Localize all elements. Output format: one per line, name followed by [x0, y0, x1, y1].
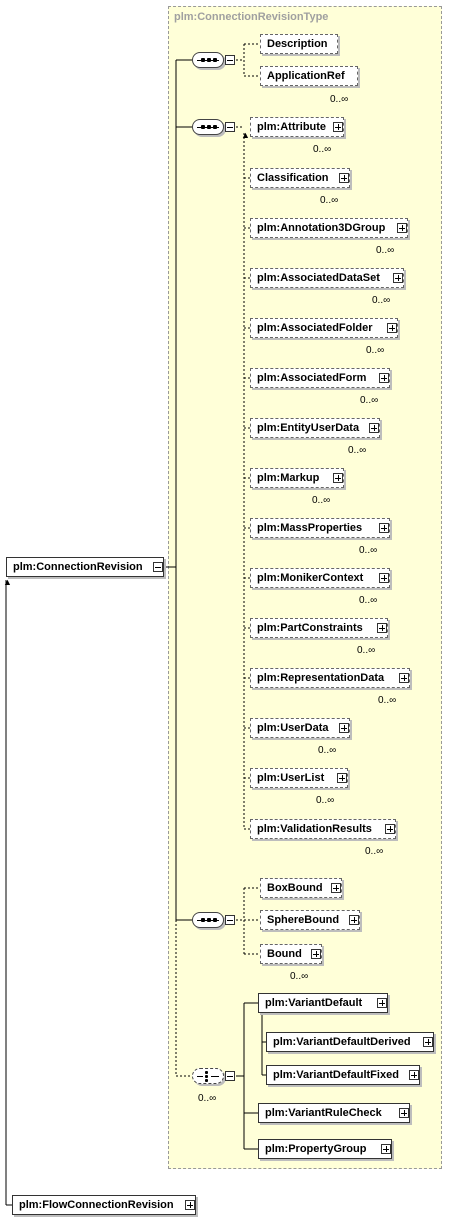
element-attribute[interactable]: plm:Attribute	[250, 117, 344, 137]
occurrence-label: 0..∞	[376, 245, 395, 256]
choice-compositor[interactable]	[192, 1068, 224, 1084]
element-userlist[interactable]: plm:UserList	[250, 768, 348, 788]
expand-icon[interactable]	[369, 423, 379, 433]
sequence-compositor[interactable]	[192, 912, 224, 928]
element-validationresults[interactable]: plm:ValidationResults	[250, 819, 396, 839]
collapse-icon[interactable]	[153, 562, 163, 572]
occurrence-label: 0..∞	[359, 595, 378, 606]
occurrence-label: 0..∞	[313, 144, 332, 155]
expand-icon[interactable]	[333, 473, 343, 483]
element-markup[interactable]: plm:Markup	[250, 468, 344, 488]
occurrence-label: 0..∞	[320, 195, 339, 206]
occurrence-label: 0..∞	[290, 971, 309, 982]
element-variantdefault[interactable]: plm:VariantDefault	[258, 993, 388, 1013]
occurrence-label: 0..∞	[359, 545, 378, 556]
root-element-label: plm:ConnectionRevision	[13, 561, 143, 573]
expand-icon[interactable]	[337, 773, 347, 783]
occurrence-label: 0..∞	[372, 295, 391, 306]
element-entityuserdata[interactable]: plm:EntityUserData	[250, 418, 380, 438]
expand-icon[interactable]	[409, 1070, 419, 1080]
element-description[interactable]: Description	[260, 34, 338, 54]
element-propertygroup[interactable]: plm:PropertyGroup	[258, 1139, 392, 1159]
element-monikercontext[interactable]: plm:MonikerContext	[250, 568, 390, 588]
expand-icon[interactable]	[381, 1144, 391, 1154]
expand-icon[interactable]	[385, 824, 395, 834]
element-userdata[interactable]: plm:UserData	[250, 718, 350, 738]
occurrence-label: 0..∞	[378, 695, 397, 706]
expand-icon[interactable]	[387, 323, 397, 333]
expand-icon[interactable]	[349, 915, 359, 925]
element-variantdefaultfixed[interactable]: plm:VariantDefaultFixed	[266, 1065, 420, 1085]
collapse-icon[interactable]	[225, 1071, 235, 1081]
occurrence-label: 0..∞	[366, 345, 385, 356]
expand-icon[interactable]	[339, 723, 349, 733]
collapse-icon[interactable]	[225, 915, 235, 925]
expand-icon[interactable]	[379, 523, 389, 533]
occurrence-label: 0..∞	[330, 94, 349, 105]
derivation-arrow-icon: ▲	[3, 577, 12, 587]
choice-occurrence-label: 0..∞	[198, 1093, 217, 1104]
expand-icon[interactable]	[397, 223, 407, 233]
occurrence-label: 0..∞	[365, 846, 384, 857]
occurrence-label: 0..∞	[316, 795, 335, 806]
occurrence-label: 0..∞	[348, 445, 367, 456]
element-classification[interactable]: Classification	[250, 168, 350, 188]
element-massproperties[interactable]: plm:MassProperties	[250, 518, 390, 538]
element-variantrulecheck[interactable]: plm:VariantRuleCheck	[258, 1103, 410, 1123]
expand-icon[interactable]	[185, 1200, 195, 1210]
bottom-element[interactable]: plm:FlowConnectionRevision	[12, 1195, 196, 1215]
expand-icon[interactable]	[399, 1108, 409, 1118]
expand-icon[interactable]	[339, 173, 349, 183]
element-boxbound[interactable]: BoxBound	[260, 878, 342, 898]
sequence-compositor[interactable]	[192, 119, 224, 135]
expand-icon[interactable]	[393, 273, 403, 283]
root-element[interactable]: plm:ConnectionRevision	[6, 557, 164, 577]
element-representationdata[interactable]: plm:RepresentationData	[250, 668, 410, 688]
collapse-icon[interactable]	[225, 55, 235, 65]
occurrence-label: 0..∞	[357, 645, 376, 656]
element-associateddataset[interactable]: plm:AssociatedDataSet	[250, 268, 404, 288]
element-spherebound[interactable]: SphereBound	[260, 910, 360, 930]
element-partconstraints[interactable]: plm:PartConstraints	[250, 618, 388, 638]
ref-arrow-icon: ▲	[241, 130, 250, 140]
expand-icon[interactable]	[333, 122, 343, 132]
expand-icon[interactable]	[379, 573, 389, 583]
element-annotation3dgroup[interactable]: plm:Annotation3DGroup	[250, 218, 408, 238]
element-bound[interactable]: Bound	[260, 944, 322, 964]
expand-icon[interactable]	[377, 623, 387, 633]
collapse-icon[interactable]	[225, 122, 235, 132]
element-associatedfolder[interactable]: plm:AssociatedFolder	[250, 318, 398, 338]
bottom-element-label: plm:FlowConnectionRevision	[19, 1199, 174, 1211]
complex-type-title: plm:ConnectionRevisionType	[174, 11, 329, 23]
occurrence-label: 0..∞	[318, 745, 337, 756]
occurrence-label: 0..∞	[312, 495, 331, 506]
expand-icon[interactable]	[379, 373, 389, 383]
expand-icon[interactable]	[377, 998, 387, 1008]
expand-icon[interactable]	[331, 883, 341, 893]
element-variantdefaultderived[interactable]: plm:VariantDefaultDerived	[266, 1032, 434, 1052]
occurrence-label: 0..∞	[360, 395, 379, 406]
expand-icon[interactable]	[311, 949, 321, 959]
sequence-compositor[interactable]	[192, 52, 224, 68]
element-applicationref[interactable]: ApplicationRef	[260, 66, 358, 86]
expand-icon[interactable]	[399, 673, 409, 683]
element-associatedform[interactable]: plm:AssociatedForm	[250, 368, 390, 388]
expand-icon[interactable]	[423, 1037, 433, 1047]
